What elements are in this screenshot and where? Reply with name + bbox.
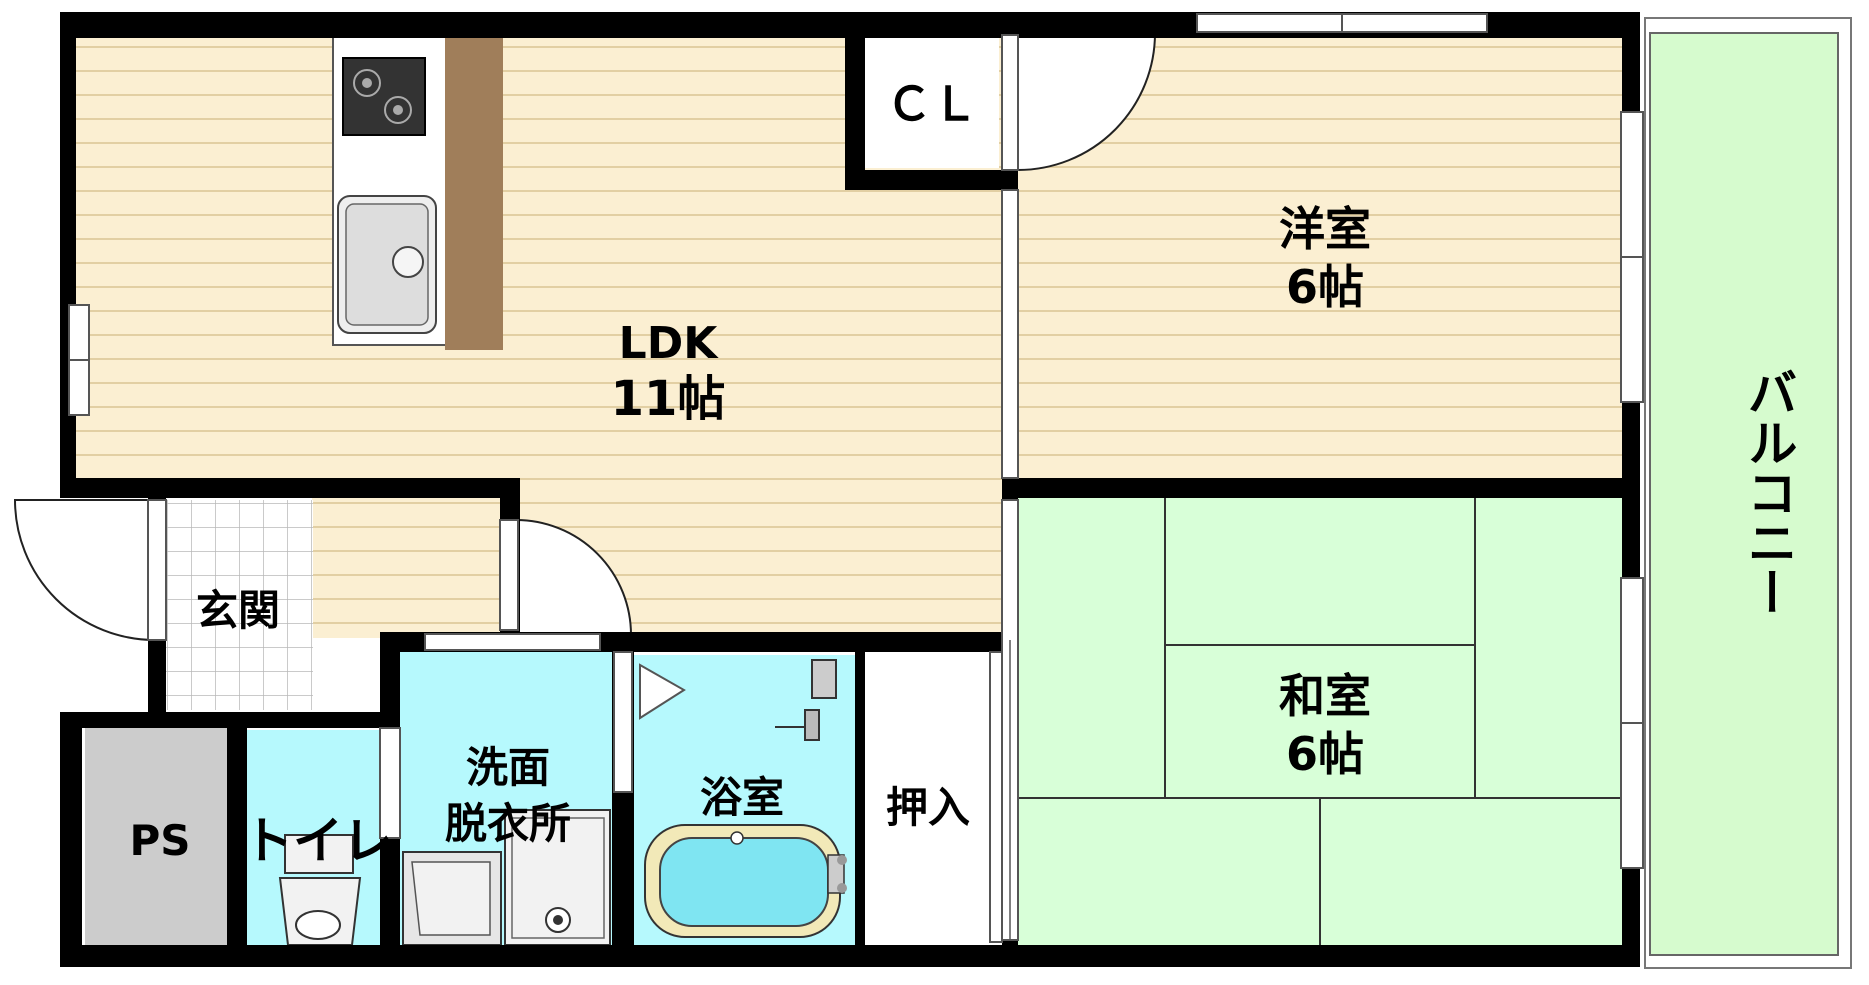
balcony-floor bbox=[1649, 32, 1839, 956]
entrance-door-swing bbox=[13, 499, 156, 642]
bathroom-door bbox=[613, 651, 633, 793]
door-swings bbox=[13, 32, 1157, 642]
ldk-passage-door bbox=[499, 519, 519, 631]
washroom-label-line2: 脱衣所 bbox=[445, 799, 571, 848]
closet-label: ＣＬ bbox=[886, 77, 978, 131]
toilet-label: トイレ bbox=[243, 812, 393, 870]
japanese-room-label: 和室 bbox=[1279, 669, 1371, 723]
vent-icon bbox=[639, 663, 686, 720]
ps-floor bbox=[85, 723, 227, 945]
closet-door bbox=[1001, 34, 1019, 171]
oshiire-floor bbox=[862, 652, 1002, 945]
kitchen-sink-icon bbox=[337, 195, 437, 334]
ps-label: PS bbox=[129, 816, 190, 865]
washing-machine-pan-icon bbox=[504, 809, 611, 946]
toilet-door bbox=[379, 727, 401, 839]
bathtub-icon bbox=[644, 824, 847, 938]
hall-floor bbox=[312, 488, 1005, 638]
balcony-label: バルコニー bbox=[1740, 367, 1798, 617]
windows bbox=[68, 13, 1644, 943]
western-sliding-door bbox=[1001, 189, 1019, 479]
entrance-tile-floor bbox=[165, 500, 313, 710]
washroom-label-line1: 洗面 bbox=[466, 743, 550, 792]
oshiire-sliding-door bbox=[989, 651, 1003, 943]
oshiire-label: 押入 bbox=[886, 783, 970, 832]
entrance-label: 玄関 bbox=[196, 586, 280, 635]
closet-floor bbox=[862, 35, 999, 168]
toilet-icon bbox=[278, 834, 362, 946]
western-room-label: 洋室 bbox=[1279, 202, 1371, 256]
washroom-sliding-door bbox=[424, 633, 601, 651]
bathroom-label: 浴室 bbox=[700, 773, 784, 822]
western-room-door-swing bbox=[1017, 32, 1157, 172]
shower-icon bbox=[775, 659, 837, 741]
entrance-door bbox=[147, 499, 167, 641]
tatami-lines bbox=[1018, 498, 1632, 945]
ldk-label: LDK bbox=[619, 318, 720, 369]
washbasin-icon bbox=[402, 851, 502, 946]
gas-stove-icon bbox=[342, 57, 426, 136]
ldk-door-swing bbox=[515, 518, 633, 636]
western-room-size-label: 6帖 bbox=[1286, 260, 1364, 314]
room-labels: LDK 11帖 洋室 6帖 和室 6帖 ＣＬ 玄関 PS トイレ 洗面 脱衣所 … bbox=[129, 77, 1797, 870]
japanese-room-floor bbox=[1018, 498, 1632, 945]
japanese-room-size-label: 6帖 bbox=[1286, 727, 1364, 781]
ldk-size-label: 11帖 bbox=[611, 371, 726, 427]
